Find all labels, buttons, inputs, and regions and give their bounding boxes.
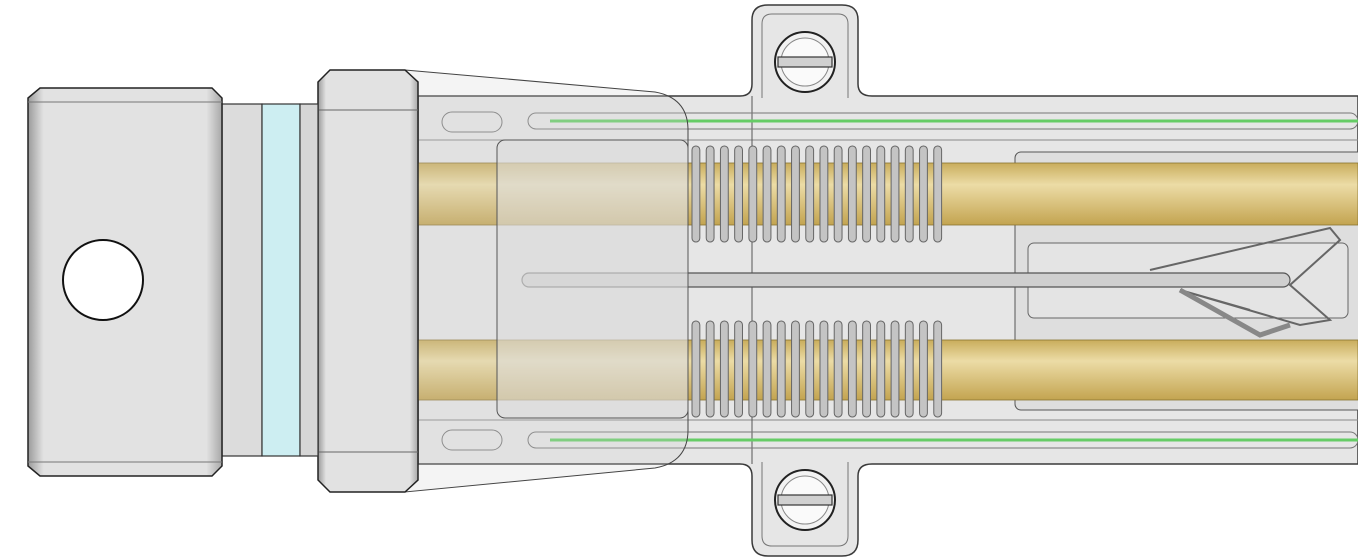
spring-coil [734, 145, 743, 243]
spring-coil [862, 145, 871, 243]
spring-coil [933, 145, 943, 243]
housing-ear-top-inner [761, 13, 849, 98]
mounting-hole [62, 239, 144, 321]
wire-slot-bottom [527, 431, 1358, 449]
spring-coil [862, 320, 871, 418]
flange [317, 69, 419, 493]
green-wires [441, 111, 1358, 451]
screw-slot [777, 494, 833, 506]
spring-coil [876, 145, 886, 243]
spring-coil [904, 145, 914, 243]
spring-coil [819, 145, 829, 243]
spring-coil [890, 320, 900, 418]
spring-coil [833, 320, 843, 418]
spring-coil [933, 320, 943, 418]
spring-coil [748, 320, 758, 418]
spring-bottom [691, 320, 943, 418]
spring-coil [748, 145, 758, 243]
spring-coil [762, 320, 772, 418]
screw-bottom [774, 469, 836, 531]
spring-coil [705, 320, 715, 418]
neck-ring-2 [299, 103, 319, 457]
spring-coil [791, 145, 800, 243]
spring-coil [904, 320, 914, 418]
cyan-seal-ring [261, 103, 301, 457]
wire-guide-top [441, 111, 503, 133]
spring-coil [719, 145, 729, 243]
spring-coil [719, 320, 729, 418]
spring-coil [876, 320, 886, 418]
spring-coil [691, 320, 701, 418]
spring-coil [919, 145, 928, 243]
spring-coil [847, 320, 857, 418]
screw-top [774, 31, 836, 93]
spring-coil [691, 145, 701, 243]
spring-coil [762, 145, 772, 243]
connector-head [27, 87, 223, 477]
spring-coil [847, 145, 857, 243]
spring-coil [791, 320, 800, 418]
housing-ear-bottom-inner [761, 462, 849, 547]
spring-coil [734, 320, 743, 418]
spring-top [691, 145, 943, 243]
latch-arm [1178, 287, 1291, 338]
spring-coil [776, 145, 786, 243]
spring-coil [776, 320, 786, 418]
neck-ring-1 [221, 103, 263, 457]
latch-spring-clip [1149, 226, 1342, 327]
wire-slot-top [527, 112, 1358, 130]
flange-body [317, 69, 419, 493]
spring-coil [819, 320, 829, 418]
screw-slot [777, 56, 833, 68]
spring-coil [805, 145, 815, 243]
sleeve-inner-block [496, 139, 689, 419]
spring-coil [890, 145, 900, 243]
spring-coil [805, 320, 815, 418]
spring-coil [705, 145, 715, 243]
spring-coil [833, 145, 843, 243]
wire-guide-bottom [441, 429, 503, 451]
spring-coil [919, 320, 928, 418]
neck [221, 103, 319, 457]
